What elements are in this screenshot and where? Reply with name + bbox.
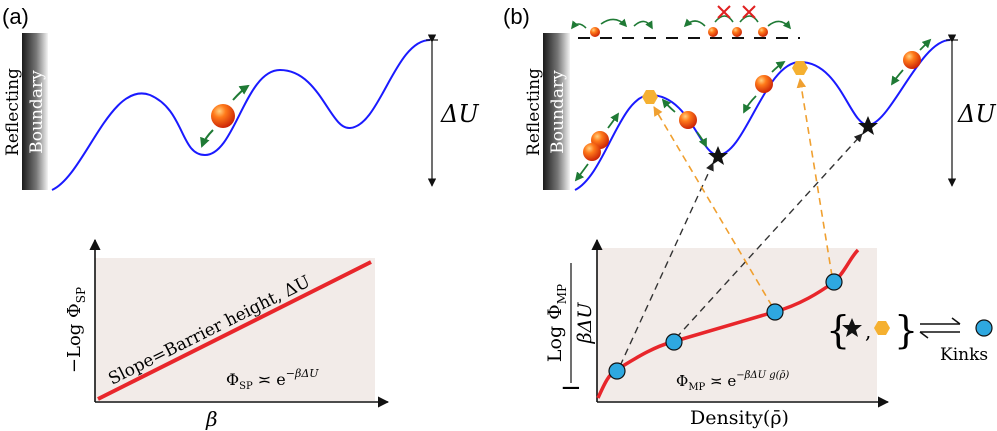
hexagon-icon	[642, 90, 658, 104]
kink-dot-icon	[608, 362, 626, 380]
kink-dot-icon	[825, 273, 843, 291]
equilibrium-arrows-icon	[767, 20, 792, 30]
reflecting-wall-b	[543, 33, 570, 190]
kink-dot-icon	[766, 303, 784, 321]
plot-a-formula: ΦSP ≍ e−βΔU	[226, 367, 319, 392]
particle-icon	[755, 75, 773, 93]
equilibrium-arrows-icon	[743, 95, 757, 114]
hexagon-icon	[874, 321, 890, 335]
kink-dot-icon	[975, 319, 993, 337]
plot-b-ylabel-den: βΔU	[574, 302, 596, 345]
wall-label-b-2: Boundary	[548, 70, 568, 154]
particle-icon	[583, 143, 601, 161]
cross-icon	[742, 5, 756, 19]
equilibrium-arrows-icon	[696, 131, 707, 148]
potential-curve-b	[574, 39, 951, 191]
equilibrium-arrows-icon	[232, 84, 250, 101]
plot-b-ylabel-num: Log ΦMP	[544, 284, 569, 362]
particle-icon	[679, 111, 697, 129]
lattice-schematic	[571, 5, 800, 39]
star-icon	[842, 318, 862, 337]
connector-orange	[653, 106, 773, 307]
connector-black	[675, 133, 863, 339]
equilibrium-arrows-icon	[200, 129, 214, 148]
star-icon	[708, 146, 728, 165]
equilibrium-arrows-icon	[919, 317, 961, 339]
wall-label-a-1: Reflecting	[3, 68, 23, 156]
equilibrium-arrows-icon	[739, 15, 759, 23]
equilibrium-arrows-icon	[919, 38, 932, 51]
hexagon-icon	[792, 61, 808, 75]
potential-curve-a	[51, 39, 431, 191]
kink-dot-icon	[665, 333, 683, 351]
kink-legend: { , } Kinks	[826, 308, 993, 365]
particle-icon	[708, 27, 718, 37]
plot-b-formula: ΦMP ≍ e−βΔU g(ρ̄)	[676, 370, 789, 393]
panel-a-tag: (a)	[2, 4, 29, 29]
cross-icon	[717, 5, 731, 19]
particle-icon	[732, 27, 742, 37]
panel-b-tag: (b)	[503, 4, 530, 29]
equilibrium-arrows-icon	[600, 18, 628, 28]
plot-a-xlabel: β	[205, 407, 218, 431]
particle-icon	[758, 27, 768, 37]
plot-b-xlabel: Density(ρ̄)	[690, 407, 789, 429]
kinks-label: Kinks	[940, 345, 988, 365]
equilibrium-arrows-icon	[607, 112, 619, 129]
plot-a-line	[97, 260, 372, 401]
particle-icon	[211, 104, 235, 128]
connector-black	[619, 162, 714, 367]
equilibrium-arrows-icon	[661, 98, 676, 113]
equilibrium-arrows-icon	[633, 20, 653, 30]
equilibrium-arrows-icon	[714, 15, 734, 23]
equilibrium-arrows-icon	[891, 69, 904, 86]
delta-u-label-a: ΔU	[440, 100, 479, 128]
equilibrium-arrows-icon	[683, 18, 706, 28]
connector-orange	[796, 78, 833, 277]
equilibrium-arrows-icon	[574, 163, 589, 182]
delta-u-label-b: ΔU	[957, 100, 996, 128]
legend-comma: ,	[865, 319, 871, 343]
legend-brace-close: }	[894, 308, 918, 352]
star-icon	[858, 116, 878, 135]
particle-icon	[903, 51, 921, 69]
equilibrium-arrows-icon	[571, 20, 587, 30]
equilibrium-arrows-icon	[771, 61, 786, 73]
wall-label-a-2: Boundary	[27, 70, 47, 154]
plot-b-ylabel-sign: −	[560, 373, 582, 403]
legend-brace-open: {	[826, 308, 850, 352]
wall-label-b-1: Reflecting	[524, 68, 544, 156]
plot-a-ylabel: −Log ΦSP	[64, 287, 88, 373]
particle-icon	[590, 27, 600, 37]
reflecting-wall-a	[22, 33, 48, 190]
